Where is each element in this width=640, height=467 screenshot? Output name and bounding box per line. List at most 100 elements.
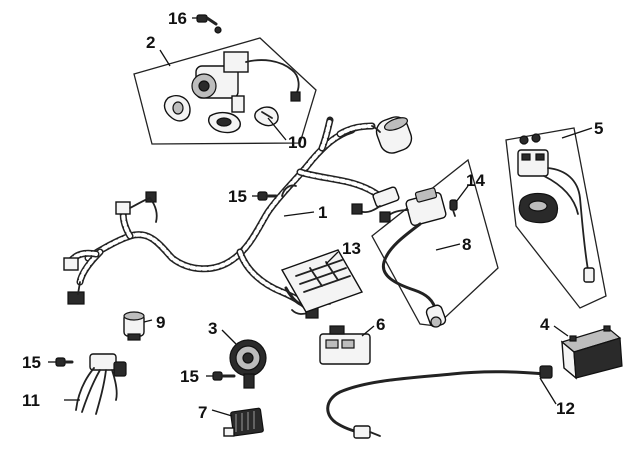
ignition-cover-cap-inner bbox=[216, 117, 232, 127]
starter-relay-connector bbox=[583, 267, 595, 283]
ignition-key-groove bbox=[261, 111, 273, 119]
cdi-unit-body bbox=[319, 333, 371, 365]
harness-capacitor-top bbox=[383, 117, 409, 131]
callout-14: 14 bbox=[466, 171, 485, 190]
leader-9 bbox=[143, 319, 153, 323]
main-wiring-harness bbox=[63, 116, 413, 319]
callout-15-upper: 15 bbox=[228, 187, 247, 206]
harness-connector-lower bbox=[67, 291, 85, 305]
horn-bracket bbox=[243, 373, 255, 389]
ignition-cover-hole bbox=[172, 101, 184, 115]
starter-relay-terminal-b bbox=[535, 153, 545, 161]
leader-3 bbox=[221, 329, 237, 345]
leader-7 bbox=[211, 409, 233, 417]
cdi-unit-connector bbox=[329, 325, 345, 335]
horn-3 bbox=[229, 339, 267, 389]
horn-center bbox=[242, 352, 254, 364]
ignition-switch-wire bbox=[245, 59, 300, 95]
spark-plug-cap-end bbox=[430, 316, 442, 328]
leader-5 bbox=[561, 127, 593, 139]
callout-10: 10 bbox=[288, 133, 307, 152]
ignition-switch-set bbox=[133, 37, 317, 145]
leader-12 bbox=[539, 377, 557, 405]
regulator-body bbox=[230, 407, 264, 437]
callout-6: 6 bbox=[376, 315, 385, 334]
leader-14 bbox=[455, 185, 469, 203]
screw-16 bbox=[196, 14, 222, 34]
harness-relay-connector bbox=[351, 203, 363, 215]
ignition-coil-8 bbox=[371, 158, 499, 328]
regulator-connector bbox=[223, 427, 235, 437]
screw-15-left bbox=[55, 357, 74, 367]
harness-connector-small bbox=[145, 191, 157, 203]
callout-15-horn: 15 bbox=[180, 367, 199, 386]
starter-relay-panel bbox=[505, 127, 607, 309]
flasher-relay-top bbox=[123, 311, 145, 321]
screw-15-upper bbox=[257, 191, 278, 201]
starter-relay-nut-1 bbox=[519, 135, 529, 145]
leader-1 bbox=[283, 211, 315, 217]
callout-11: 11 bbox=[22, 391, 40, 410]
ignition-coil-terminal bbox=[379, 211, 391, 223]
leader-6 bbox=[361, 325, 375, 337]
battery-cable-12 bbox=[326, 365, 553, 439]
harness-holder-plate bbox=[280, 249, 364, 313]
battery-4 bbox=[560, 325, 623, 380]
cdi-unit-6 bbox=[319, 325, 371, 365]
harness-connector-front bbox=[115, 201, 131, 215]
starter-relay-5 bbox=[505, 127, 607, 309]
sub-harness-switch-plug bbox=[113, 361, 127, 377]
leader-4 bbox=[553, 325, 569, 337]
regulator-7 bbox=[223, 407, 264, 437]
leader-lines bbox=[48, 17, 593, 417]
starter-relay-nut-2 bbox=[531, 133, 541, 143]
screw-14-shank bbox=[452, 209, 456, 217]
screw-16-head bbox=[196, 14, 208, 23]
leader-8 bbox=[435, 243, 461, 251]
callout-5: 5 bbox=[594, 119, 603, 138]
leader-10 bbox=[267, 117, 287, 141]
screw-15-horn bbox=[212, 371, 236, 381]
ignition-coil-panel bbox=[371, 158, 499, 327]
harness-holder-13 bbox=[280, 249, 364, 313]
battery-cable-end-plug bbox=[353, 425, 371, 439]
cdi-unit-socket-a bbox=[325, 339, 339, 349]
ignition-switch-connector bbox=[290, 91, 301, 102]
screw-16-nut bbox=[214, 26, 222, 34]
ignition-lock-bracket bbox=[223, 51, 249, 73]
callout-labels: 1 2 3 4 5 6 7 8 9 10 11 12 13 14 15 15 1… bbox=[22, 9, 603, 422]
callout-7: 7 bbox=[198, 403, 207, 422]
ignition-key bbox=[254, 106, 279, 127]
callout-2: 2 bbox=[146, 33, 155, 52]
ignition-key-slot bbox=[198, 80, 210, 92]
harness-relay bbox=[372, 186, 400, 208]
starter-relay-terminal-a bbox=[521, 153, 531, 161]
battery-terminal-pos bbox=[603, 325, 611, 332]
callout-15-left: 15 bbox=[22, 353, 41, 372]
battery-cable-terminal bbox=[539, 365, 553, 379]
callout-16: 16 bbox=[168, 9, 187, 28]
ignition-coil-top bbox=[414, 187, 438, 203]
screw-14 bbox=[449, 199, 458, 217]
cdi-unit-socket-b bbox=[341, 339, 355, 349]
callout-4: 4 bbox=[540, 315, 550, 334]
leader-2 bbox=[159, 49, 171, 67]
callout-3: 3 bbox=[208, 319, 217, 338]
callout-1: 1 bbox=[318, 203, 327, 222]
ignition-lock-pin bbox=[231, 95, 245, 113]
battery-front bbox=[573, 337, 623, 379]
harness-connector-left bbox=[63, 257, 79, 271]
battery-terminal-neg bbox=[569, 335, 577, 342]
flasher-relay-base bbox=[127, 333, 141, 341]
callout-12: 12 bbox=[556, 399, 575, 418]
regulator-fins bbox=[235, 411, 255, 432]
flasher-relay-9 bbox=[123, 311, 145, 341]
starter-relay-boot-opening bbox=[528, 200, 548, 212]
leader-13 bbox=[325, 251, 339, 265]
sub-harness-11 bbox=[75, 353, 127, 415]
screw-16-shank bbox=[205, 16, 218, 26]
callout-9: 9 bbox=[156, 313, 165, 332]
callout-8: 8 bbox=[462, 235, 471, 254]
ignition-switch-panel bbox=[133, 37, 317, 145]
